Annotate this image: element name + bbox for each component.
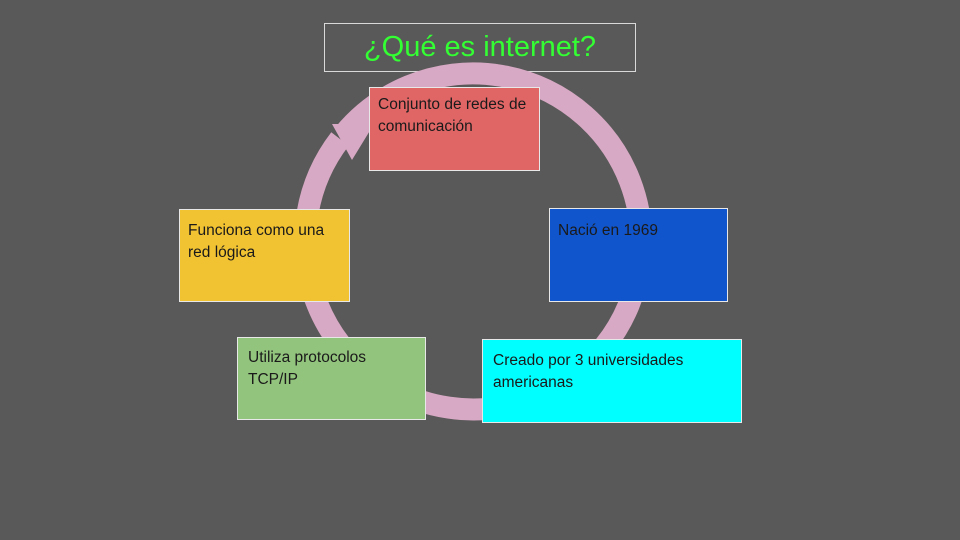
cycle-node: Utiliza protocolos TCP/IP — [237, 337, 426, 420]
cycle-node: Funciona como una red lógica — [179, 209, 350, 302]
cycle-node: Conjunto de redes de comunicación — [369, 87, 540, 171]
cycle-arrowhead — [332, 124, 374, 160]
cycle-node: Creado por 3 universidades americanas — [482, 339, 742, 423]
cycle-node: Nació en 1969 — [549, 208, 728, 302]
